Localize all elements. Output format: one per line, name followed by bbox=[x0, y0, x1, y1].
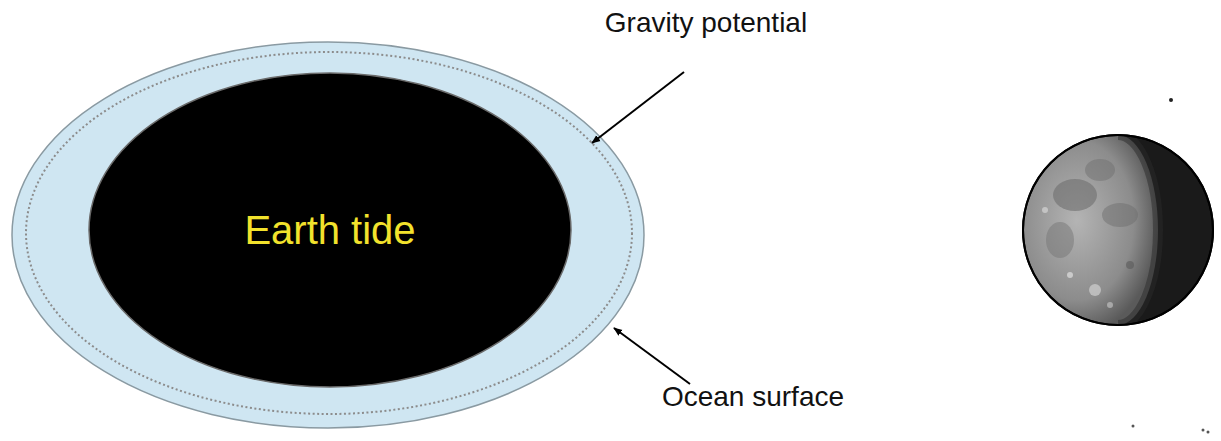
speck bbox=[1132, 425, 1135, 428]
callout-label: Gravity potential bbox=[605, 8, 807, 39]
moon bbox=[1023, 135, 1213, 325]
speck bbox=[1169, 98, 1173, 102]
gravity-equipotential bbox=[26, 52, 632, 414]
earth-body: Earth tide bbox=[88, 72, 572, 388]
ocean-layer bbox=[12, 42, 644, 428]
speck bbox=[1207, 431, 1210, 434]
callout-label: Ocean surface bbox=[662, 382, 844, 413]
speck bbox=[1202, 429, 1205, 432]
leader-arrow bbox=[592, 72, 684, 143]
leader-arrow bbox=[614, 328, 690, 384]
node-title: Earth tide bbox=[244, 207, 415, 253]
